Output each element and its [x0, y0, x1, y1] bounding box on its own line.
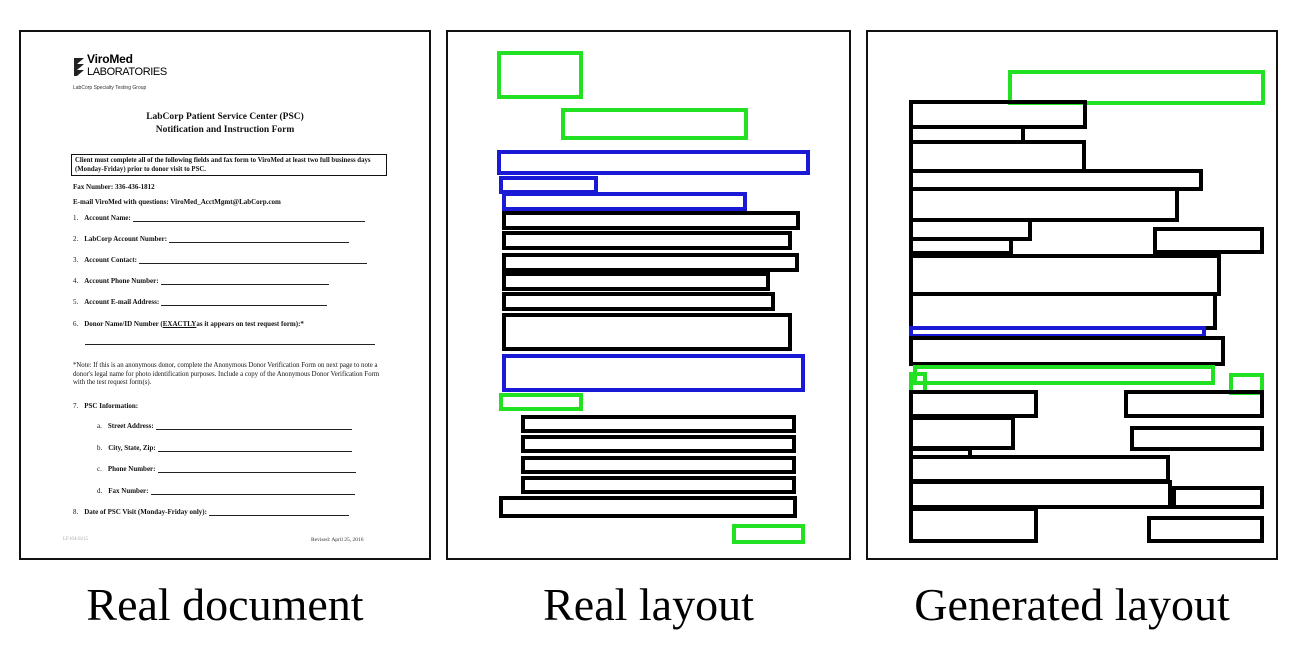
revision-date: Revised: April 25, 2016 — [311, 537, 364, 543]
generated-layout-panel — [866, 30, 1278, 560]
form-field-6: 6.Donor Name/ID Number (EXACTLY as it ap… — [73, 320, 304, 328]
fax-number: Fax Number: 336-436-1812 — [73, 183, 155, 191]
generated-box-text — [1130, 426, 1264, 451]
form-title-line1: LabCorp Patient Service Center (PSC) — [146, 112, 304, 122]
generated-box-text — [909, 416, 1015, 450]
generated-box-text — [909, 455, 1170, 483]
layout-box-text — [521, 456, 796, 474]
form-field-3: 3.Account Contact: — [73, 256, 367, 264]
generated-box-text — [909, 336, 1225, 366]
layout-box-text — [521, 435, 796, 453]
generated-box-text — [909, 292, 1217, 330]
layout-box-text — [502, 211, 800, 230]
layout-box-text — [502, 292, 775, 311]
form-field-7: 7.PSC Information: — [73, 402, 139, 410]
form-field-2: 2.LabCorp Account Number: — [73, 235, 350, 243]
contact-email: E-mail ViroMed with questions: ViroMed_A… — [73, 198, 281, 206]
logo-name: ViroMed — [87, 52, 133, 66]
generated-box-text — [909, 187, 1179, 222]
subfield-a: a.Street Address: — [97, 422, 352, 430]
caption-real-document: Real document — [86, 579, 364, 630]
field-6-rule — [85, 344, 375, 345]
generated-box-title — [913, 365, 1215, 385]
generated-box-text — [909, 254, 1221, 296]
layout-box-text — [502, 253, 799, 272]
subfield-d: d.Fax Number: — [97, 487, 355, 495]
logo-tagline: LabCorp Specialty Testing Group — [73, 85, 147, 91]
generated-box-text — [909, 237, 1013, 255]
form-title-line2: Notification and Instruction Form — [155, 125, 295, 135]
layout-box-list — [502, 354, 805, 392]
generated-box-text — [1172, 486, 1264, 509]
caption-real-layout: Real layout — [543, 579, 754, 630]
real-document-panel: ViroMed LABORATORIES LabCorp Specialty T… — [19, 30, 431, 560]
generated-box-text — [1124, 390, 1264, 418]
form-field-1: 1.Account Name: — [73, 214, 365, 222]
form-field-4: 4.Account Phone Number: — [73, 277, 329, 285]
form-field-5: 5.Account E-mail Address: — [73, 298, 328, 306]
layout-box-text — [521, 476, 796, 494]
layout-box-text — [502, 272, 770, 291]
layout-box-text — [502, 231, 792, 250]
layout-box-title — [499, 393, 583, 411]
generated-box-text — [909, 390, 1038, 418]
layout-box-text — [499, 496, 797, 518]
layout-box-list — [497, 150, 810, 175]
generated-box-text — [909, 480, 1172, 509]
generated-box-text — [1153, 227, 1264, 254]
real-layout-panel — [446, 30, 851, 560]
generated-box-text — [909, 507, 1038, 543]
subfield-c: c.Phone Number: — [97, 465, 356, 473]
layout-box-title — [497, 51, 583, 99]
layout-box-list — [502, 192, 747, 211]
generated-box-text — [1147, 516, 1264, 543]
form-field-8: 8.Date of PSC Visit (Monday-Friday only)… — [73, 508, 349, 516]
caption-generated-layout: Generated layout — [914, 579, 1230, 630]
layout-box-title — [732, 524, 805, 544]
layout-box-text — [521, 415, 796, 433]
layout-box-title — [561, 108, 748, 140]
form-code: LF164-0215 — [63, 537, 88, 542]
logo-subtitle: LABORATORIES — [87, 66, 167, 78]
layout-box-text — [502, 313, 792, 351]
instruction-notice: Client must complete all of the followin… — [71, 154, 387, 176]
anonymous-donor-note: *Note: If this is an anonymous donor, co… — [73, 362, 380, 386]
generated-box-title — [1008, 70, 1265, 105]
subfield-b: b.City, State, Zip: — [97, 444, 352, 452]
viromed-logo-icon — [74, 58, 84, 76]
